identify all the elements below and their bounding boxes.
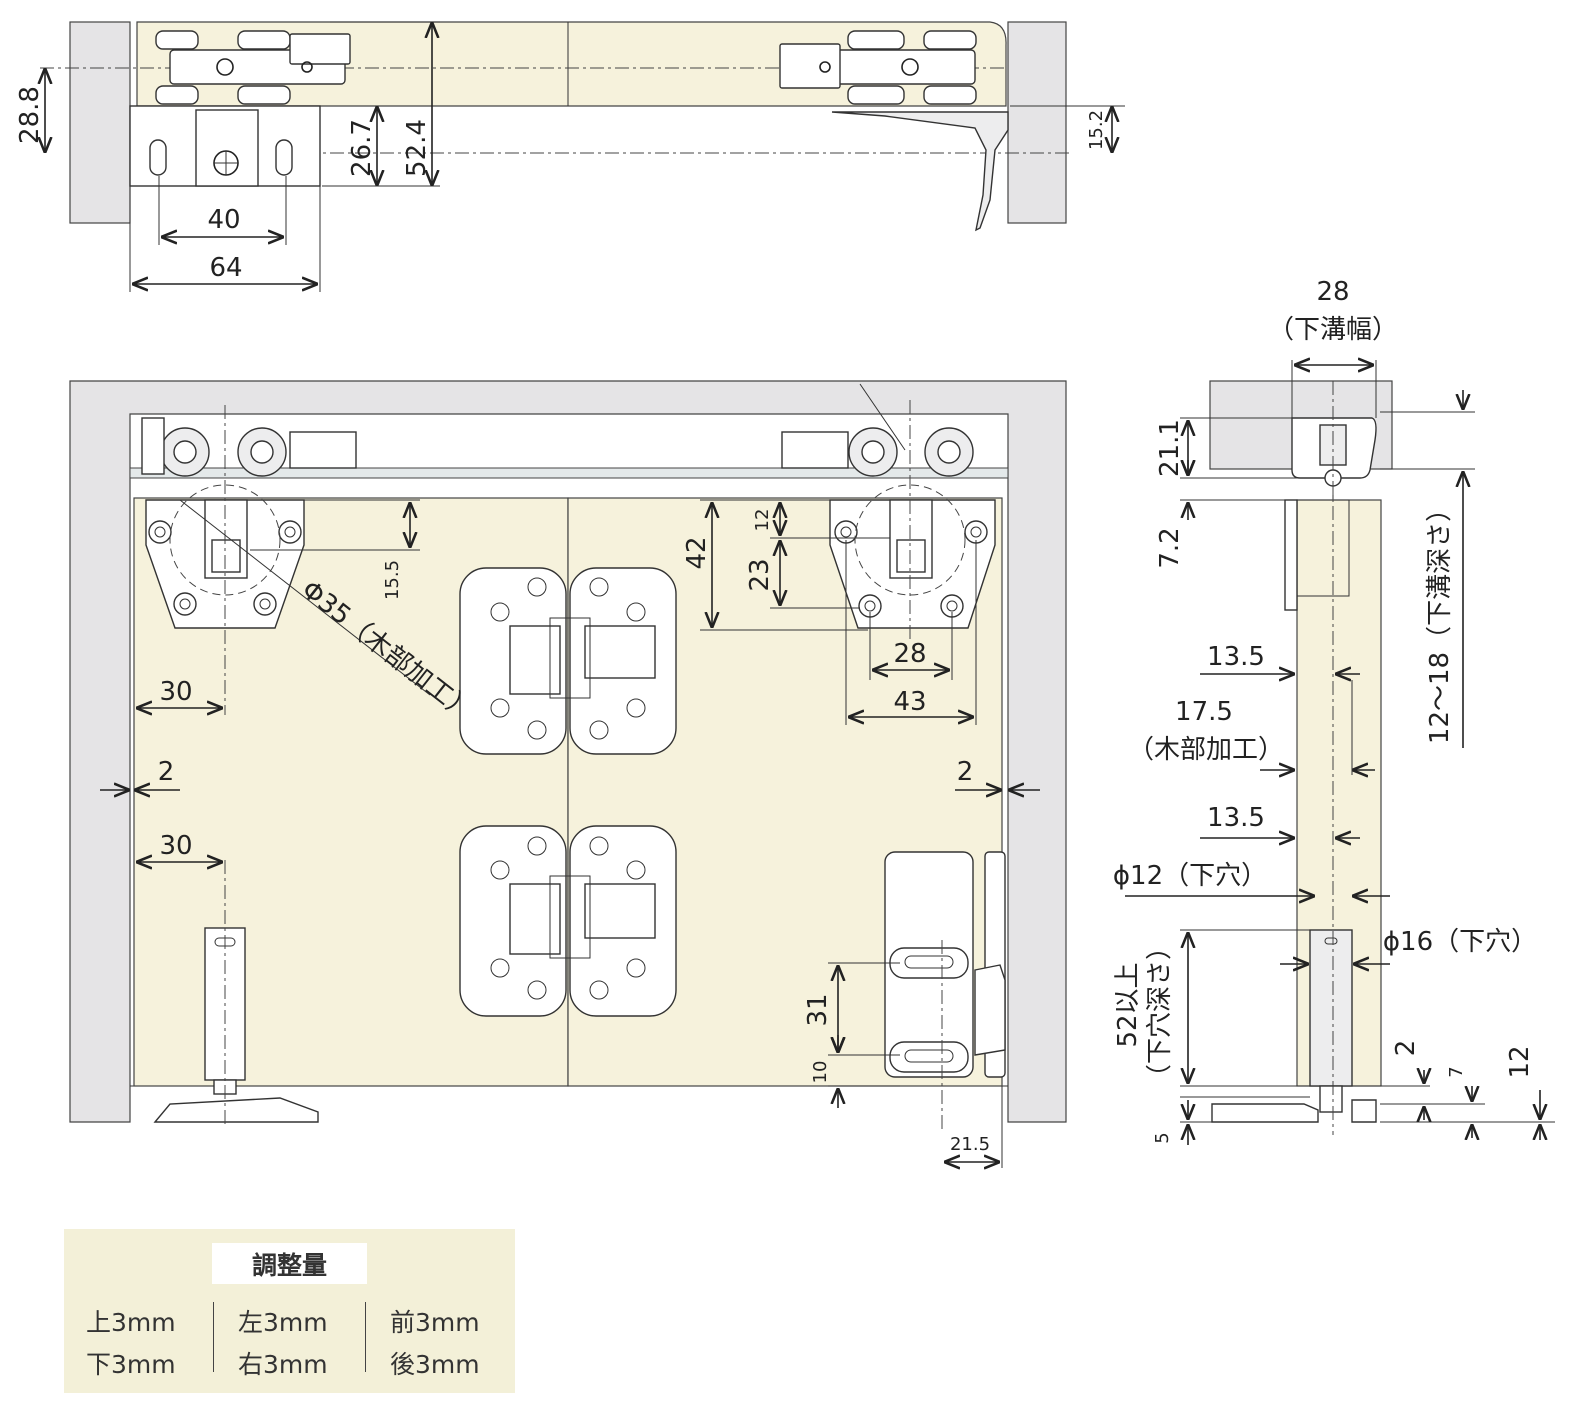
- bottom-guide-plate: [1211, 1103, 1319, 1123]
- dim-12-front: 12: [752, 509, 773, 532]
- dim-groove-depth: 12〜18（下溝深さ）: [1425, 496, 1455, 744]
- dim-15-5: 15.5: [382, 560, 403, 600]
- dim-43: 43: [893, 687, 926, 717]
- dim-31: 31: [803, 993, 833, 1026]
- top-view: 28.8 26.7 52.4 15.2 40 64: [15, 21, 1125, 292]
- dim-21-5: 21.5: [950, 1134, 990, 1155]
- dim-13-5-upper: 13.5: [1207, 642, 1265, 672]
- dim-23: 23: [745, 558, 775, 591]
- adjustment-divider-1: [213, 1302, 214, 1372]
- adjustment-back: 後3mm: [390, 1350, 480, 1379]
- door-catch: [884, 851, 1006, 1130]
- dim-5: 5: [1152, 1132, 1173, 1143]
- side-view: 28 （下溝幅） 21.1 7.2 12〜18（下溝深さ） 13.5 17.5 …: [1113, 277, 1555, 1145]
- right-roller-assembly: [781, 383, 996, 640]
- dim-21-1: 21.1: [1155, 419, 1185, 477]
- dim-13-5-lower: 13.5: [1207, 803, 1265, 833]
- adjustment-front: 前3mm: [390, 1308, 480, 1337]
- dim-10: 10: [810, 1061, 831, 1084]
- dim-28-side: 28: [1316, 277, 1349, 307]
- right-roller-carriage-top: [779, 30, 977, 105]
- lower-hinge: [459, 825, 677, 1017]
- dim-15-2: 15.2: [1086, 110, 1107, 150]
- top-rail: [129, 467, 1009, 479]
- dim-64: 64: [209, 253, 242, 283]
- adjustment-down: 下3mm: [86, 1350, 176, 1379]
- dim-28-note: （下溝幅）: [1268, 315, 1398, 345]
- adjustment-right: 右3mm: [238, 1350, 328, 1379]
- left-roller-carriage-top: [155, 30, 351, 105]
- dim-7-2: 7.2: [1155, 527, 1185, 568]
- dim-17-5-note: （木部加工）: [1128, 735, 1284, 765]
- dim-12-side: 12: [1505, 1045, 1535, 1078]
- dim-2-right: 2: [957, 757, 974, 787]
- upper-hinge: [459, 567, 677, 755]
- dim-7-side: 7: [1446, 1066, 1467, 1077]
- mounting-plate-top: [129, 105, 321, 187]
- dim-17-5: 17.5: [1175, 697, 1233, 727]
- right-frame-wall: [1007, 21, 1067, 224]
- dim-40: 40: [207, 205, 240, 235]
- dim-30-upper: 30: [159, 677, 192, 707]
- dim-42: 42: [682, 536, 712, 569]
- dim-26-7: 26.7: [347, 119, 377, 177]
- damper-catch-top: [831, 111, 1009, 232]
- bottom-pivot-pin: [153, 860, 319, 1128]
- dim-phi16: ϕ16（下穴）: [1383, 927, 1537, 957]
- adjustment-up: 上3mm: [86, 1308, 176, 1337]
- dim-52-note: （下穴深さ）: [1145, 934, 1175, 1090]
- left-frame-wall: [69, 21, 131, 224]
- adjustment-title: 調整量: [212, 1243, 367, 1284]
- left-roller-assembly: [141, 405, 357, 715]
- dim-2-side: 2: [1391, 1040, 1421, 1057]
- dim-52-4: 52.4: [402, 119, 432, 177]
- adjustment-left: 左3mm: [238, 1308, 328, 1337]
- dim-30-lower: 30: [159, 831, 192, 861]
- dim-28-8: 28.8: [15, 86, 45, 144]
- dim-52-min: 52以上: [1113, 962, 1143, 1047]
- dim-phi12: ϕ12（下穴）: [1113, 861, 1267, 891]
- dim-28-front: 28: [893, 639, 926, 669]
- adjustment-divider-2: [365, 1302, 366, 1372]
- dim-2-left: 2: [158, 757, 175, 787]
- front-view: 15.5 Φ35（木部加工） 30 2 2 30 42 12 23 28 43: [69, 380, 1067, 1168]
